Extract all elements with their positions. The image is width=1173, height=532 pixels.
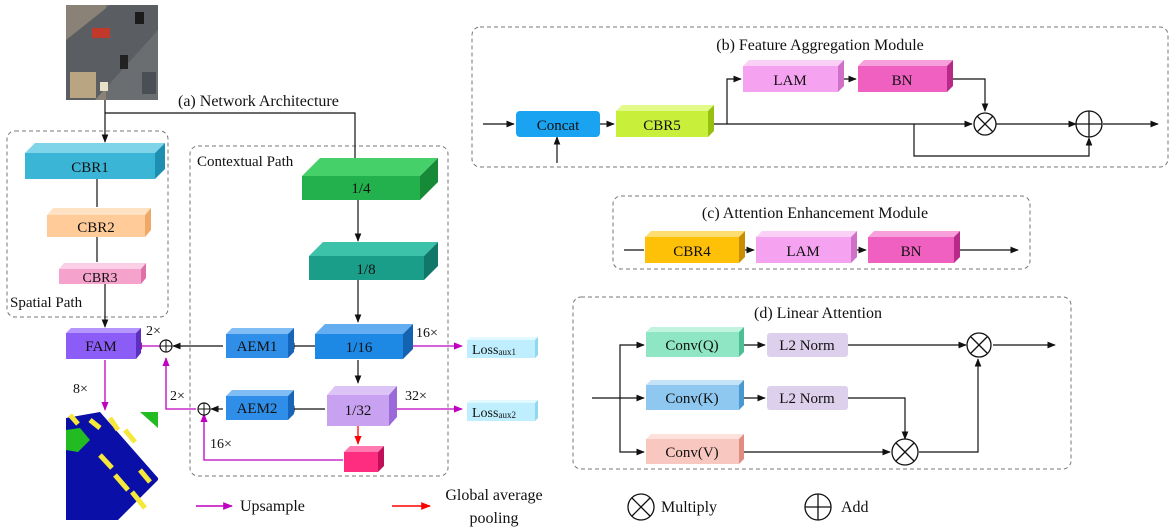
svg-text:L2 Norm: L2 Norm <box>779 338 835 354</box>
l2-norm-block-2: L2 Norm <box>767 386 848 410</box>
svg-text:Conv(Q): Conv(Q) <box>665 338 718 354</box>
ctx-block-1-8: 1/8 <box>309 242 438 280</box>
legend-add: Add <box>804 493 869 521</box>
svg-text:1/4: 1/4 <box>351 181 371 197</box>
network-connectors <box>96 100 362 413</box>
cbr2-block: CBR2 <box>47 208 151 237</box>
l2-norm-block-1: L2 Norm <box>767 333 848 357</box>
scale-label-loss2-up: 32× <box>405 389 427 404</box>
spatial-path-label: Spatial Path <box>10 295 83 311</box>
svg-text:Upsample: Upsample <box>240 498 305 515</box>
loss-aux1-block: Lossaux1 <box>467 337 538 358</box>
svg-text:BN: BN <box>892 73 913 89</box>
contextual-path-box <box>189 145 449 477</box>
lam-block-fam: LAM <box>743 60 844 92</box>
multiply-node-la-2 <box>891 438 919 466</box>
svg-text:CBR3: CBR3 <box>82 271 117 286</box>
linear-attention-title: (d) Linear Attention <box>754 305 882 322</box>
ctx-block-1-4: 1/4 <box>302 158 438 200</box>
loss-aux2-block: Lossaux2 <box>467 400 538 421</box>
legend-multiply: Multiply <box>627 493 717 521</box>
svg-text:1/32: 1/32 <box>345 403 372 419</box>
contextual-path-label: Contextual Path <box>197 154 294 170</box>
svg-text:AEM2: AEM2 <box>237 401 278 417</box>
fam-module-box <box>471 26 1169 168</box>
svg-text:1/8: 1/8 <box>356 262 375 278</box>
svg-text:LAM: LAM <box>786 244 819 260</box>
cbr3-block: CBR3 <box>59 263 146 286</box>
cbr4-block: CBR4 <box>645 231 745 263</box>
legend-global-average-pooling: Global average pooling <box>392 487 543 527</box>
conv-v-block: Conv(V) <box>646 434 744 464</box>
svg-text:FAM: FAM <box>85 339 116 355</box>
svg-text:AEM1: AEM1 <box>237 339 278 355</box>
svg-text:CBR1: CBR1 <box>71 160 109 176</box>
add-node-network-1 <box>159 339 173 353</box>
lam-block-aem: LAM <box>756 231 857 263</box>
svg-text:Multiply: Multiply <box>661 499 717 516</box>
aem2-block: AEM2 <box>226 390 294 420</box>
multiply-node-fam <box>973 112 997 136</box>
svg-text:Global average: Global average <box>445 487 542 504</box>
svg-text:BN: BN <box>901 244 922 260</box>
svg-text:CBR4: CBR4 <box>673 244 711 260</box>
pooling-block <box>344 446 384 472</box>
legend-upsample: Upsample <box>196 498 305 515</box>
scale-label-aem1-up: 2× <box>146 324 161 339</box>
network-architecture-title: (a) Network Architecture <box>178 93 339 110</box>
bn-block-fam: BN <box>858 60 953 92</box>
concat-block: Concat <box>516 111 600 137</box>
ctx-block-1-32: 1/32 <box>327 386 397 426</box>
ctx-block-1-16: 1/16 <box>315 324 413 359</box>
svg-text:Concat: Concat <box>537 118 580 134</box>
cbr1-block: CBR1 <box>25 143 165 179</box>
svg-text:Add: Add <box>841 499 869 516</box>
bn-block-aem: BN <box>868 231 960 263</box>
scale-label-aem2-up: 2× <box>170 389 185 404</box>
scale-label-pool-up: 16× <box>210 437 232 452</box>
aem-module-title: (c) Attention Enhancement Module <box>702 205 928 222</box>
conv-q-block: Conv(Q) <box>646 327 744 357</box>
aem1-block: AEM1 <box>226 328 294 358</box>
add-node-network-2 <box>197 402 211 416</box>
fam-block: FAM <box>66 328 141 359</box>
svg-text:CBR2: CBR2 <box>77 220 115 236</box>
fam-module-connectors <box>483 75 1159 163</box>
svg-text:pooling: pooling <box>470 510 519 527</box>
svg-text:LAM: LAM <box>773 73 806 89</box>
add-node-fam <box>1075 110 1103 138</box>
scale-label-fam-out: 8× <box>73 382 88 397</box>
linear-attention-connectors <box>592 341 1056 456</box>
conv-k-block: Conv(K) <box>646 380 744 410</box>
svg-text:L2 Norm: L2 Norm <box>779 391 835 407</box>
input-aerial-image <box>66 5 158 100</box>
upsample-connectors <box>101 342 463 461</box>
cbr5-block: CBR5 <box>616 105 714 137</box>
scale-label-loss1-up: 16× <box>416 326 438 341</box>
svg-text:Conv(K): Conv(K) <box>665 391 718 407</box>
aem-module-box <box>612 195 1031 270</box>
linear-attention-box <box>572 296 1072 470</box>
svg-text:Lossaux1: Lossaux1 <box>472 343 516 358</box>
multiply-node-la-1 <box>966 332 992 358</box>
output-segmentation-map <box>66 412 158 520</box>
svg-text:1/16: 1/16 <box>346 340 373 356</box>
svg-text:Conv(V): Conv(V) <box>665 445 718 461</box>
fam-module-title: (b) Feature Aggregation Module <box>716 37 924 54</box>
spatial-path-box <box>6 130 169 318</box>
svg-text:CBR5: CBR5 <box>643 118 681 134</box>
svg-text:Lossaux2: Lossaux2 <box>472 406 516 421</box>
